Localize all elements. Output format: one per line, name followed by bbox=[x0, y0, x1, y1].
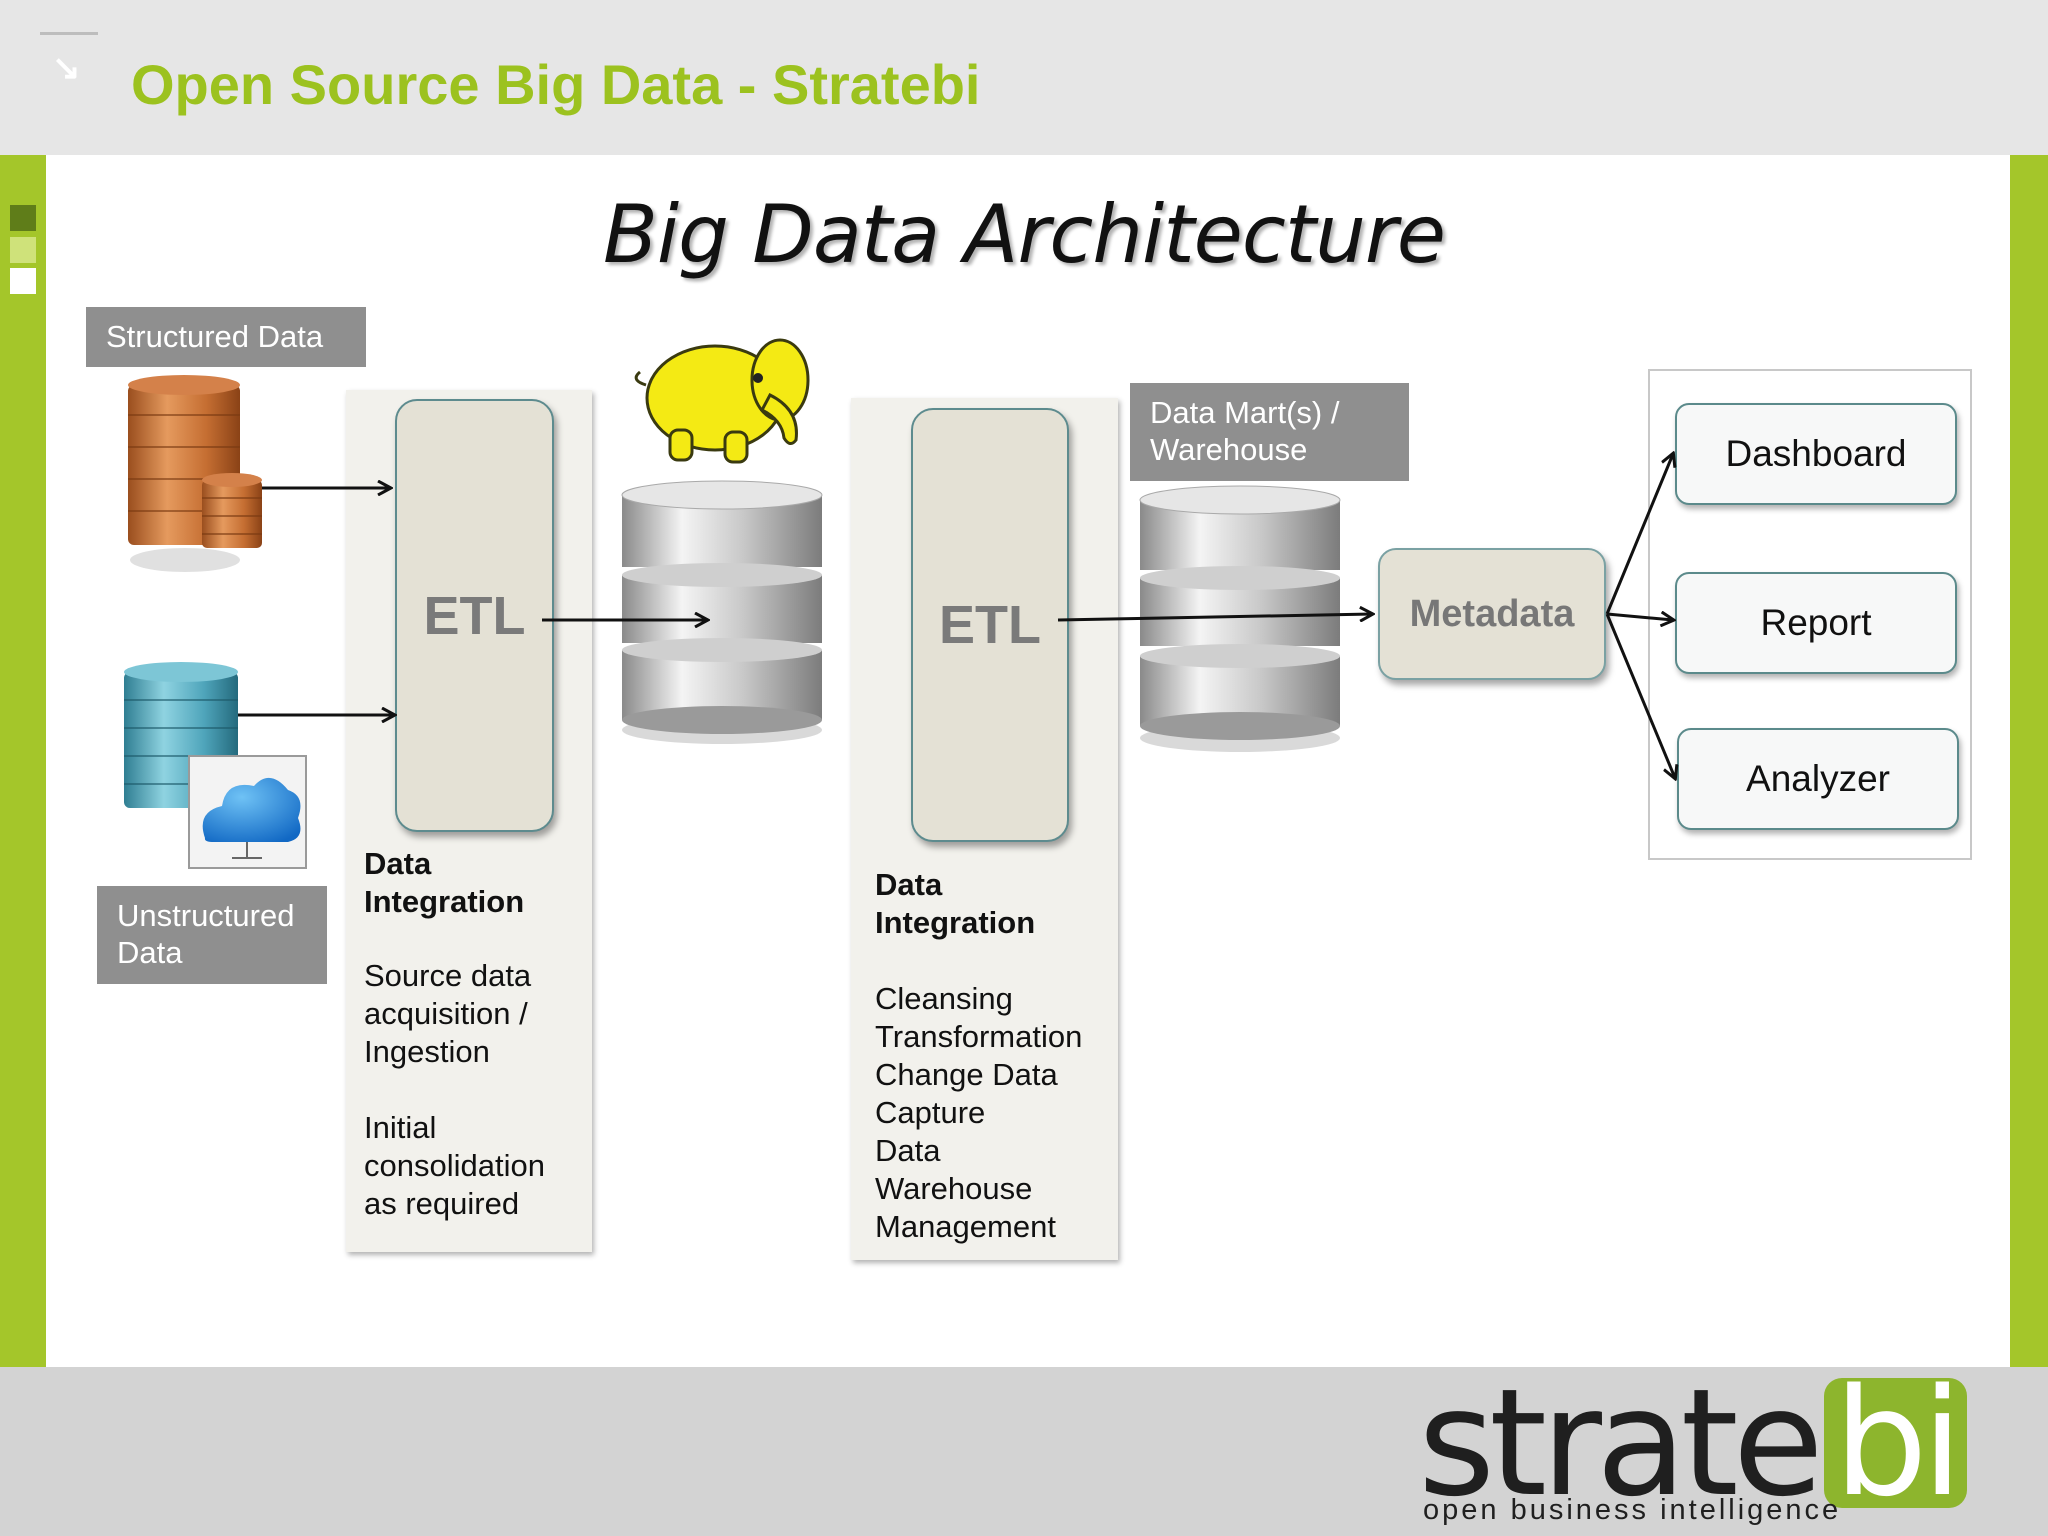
stage1-line: as required bbox=[364, 1186, 520, 1221]
right-accent-bar bbox=[2010, 155, 2048, 1367]
hadoop-elephant-icon bbox=[634, 338, 810, 464]
slide-title: Big Data Architecture bbox=[602, 188, 1446, 281]
stage2-line: Warehouse bbox=[875, 1171, 1033, 1206]
header-title: Open Source Big Data - Stratebi bbox=[131, 53, 981, 116]
unstructured-label-line2: Data bbox=[117, 935, 183, 970]
stage2-line: Management bbox=[875, 1209, 1056, 1244]
unstructured-data-label: Unstructured Data bbox=[97, 886, 327, 984]
warehouse-label-line2: Warehouse bbox=[1150, 432, 1308, 467]
stage2-line: Transformation bbox=[875, 1019, 1083, 1054]
bullet-square-dark bbox=[10, 205, 36, 231]
stage2-text: Data Integration Cleansing Transformatio… bbox=[875, 866, 1082, 1246]
warehouse-label-line1: Data Mart(s) / bbox=[1150, 395, 1340, 430]
stage2-heading-line1: Data bbox=[875, 867, 943, 902]
stage2-line: Data bbox=[875, 1133, 941, 1168]
etl-box-2: ETL bbox=[911, 408, 1069, 842]
bullet-square-light bbox=[10, 237, 36, 263]
arrow-to-dashboard bbox=[1605, 454, 1673, 615]
warehouse-database-icon bbox=[1139, 485, 1341, 752]
warehouse-label: Data Mart(s) / Warehouse bbox=[1130, 383, 1409, 481]
dashboard-box: Dashboard bbox=[1675, 403, 1957, 505]
arrow-down-right-icon: ↘ bbox=[52, 49, 81, 87]
connector-arrows bbox=[238, 454, 1675, 778]
stage2-heading-line2: Integration bbox=[875, 905, 1036, 940]
slide-footer bbox=[0, 1367, 2048, 1536]
cloud-monitor-icon bbox=[188, 755, 307, 869]
stage1-line: consolidation bbox=[364, 1148, 545, 1183]
left-accent-bar bbox=[0, 155, 46, 1367]
logo-word: strate bbox=[1418, 1357, 1824, 1529]
bullet-square-white bbox=[10, 268, 36, 294]
stage2-line: Capture bbox=[875, 1095, 986, 1130]
arrow-etl-to-metadata bbox=[1057, 614, 1372, 620]
stage1-line: acquisition / bbox=[364, 996, 528, 1031]
logo-bi: bi bbox=[1823, 1369, 1967, 1517]
stage1-text: Data Integration Source data acquisition… bbox=[364, 845, 545, 1223]
unstructured-label-line1: Unstructured bbox=[117, 898, 295, 933]
stage1-line: Ingestion bbox=[364, 1034, 490, 1069]
report-box: Report bbox=[1675, 572, 1957, 674]
stage2-line: Cleansing bbox=[875, 981, 1013, 1016]
header-rule bbox=[40, 32, 98, 35]
database-copper-icon bbox=[128, 375, 262, 572]
etl-box-1: ETL bbox=[395, 399, 554, 832]
slide-header bbox=[0, 0, 2048, 155]
stage1-heading-line1: Data bbox=[364, 846, 432, 881]
stage1-line: Source data bbox=[364, 958, 532, 993]
stage2-line: Change Data bbox=[875, 1057, 1058, 1092]
logo-tagline: open business intelligence bbox=[1423, 1494, 1842, 1526]
arrow-to-analyzer bbox=[1605, 613, 1675, 778]
hadoop-database-icon bbox=[621, 480, 823, 744]
analyzer-box: Analyzer bbox=[1677, 728, 1959, 830]
arrow-to-report bbox=[1606, 614, 1673, 620]
stage1-line: Initial bbox=[364, 1110, 437, 1145]
stage1-heading-line2: Integration bbox=[364, 884, 525, 919]
metadata-box: Metadata bbox=[1378, 548, 1606, 680]
structured-data-label: Structured Data bbox=[86, 307, 366, 367]
